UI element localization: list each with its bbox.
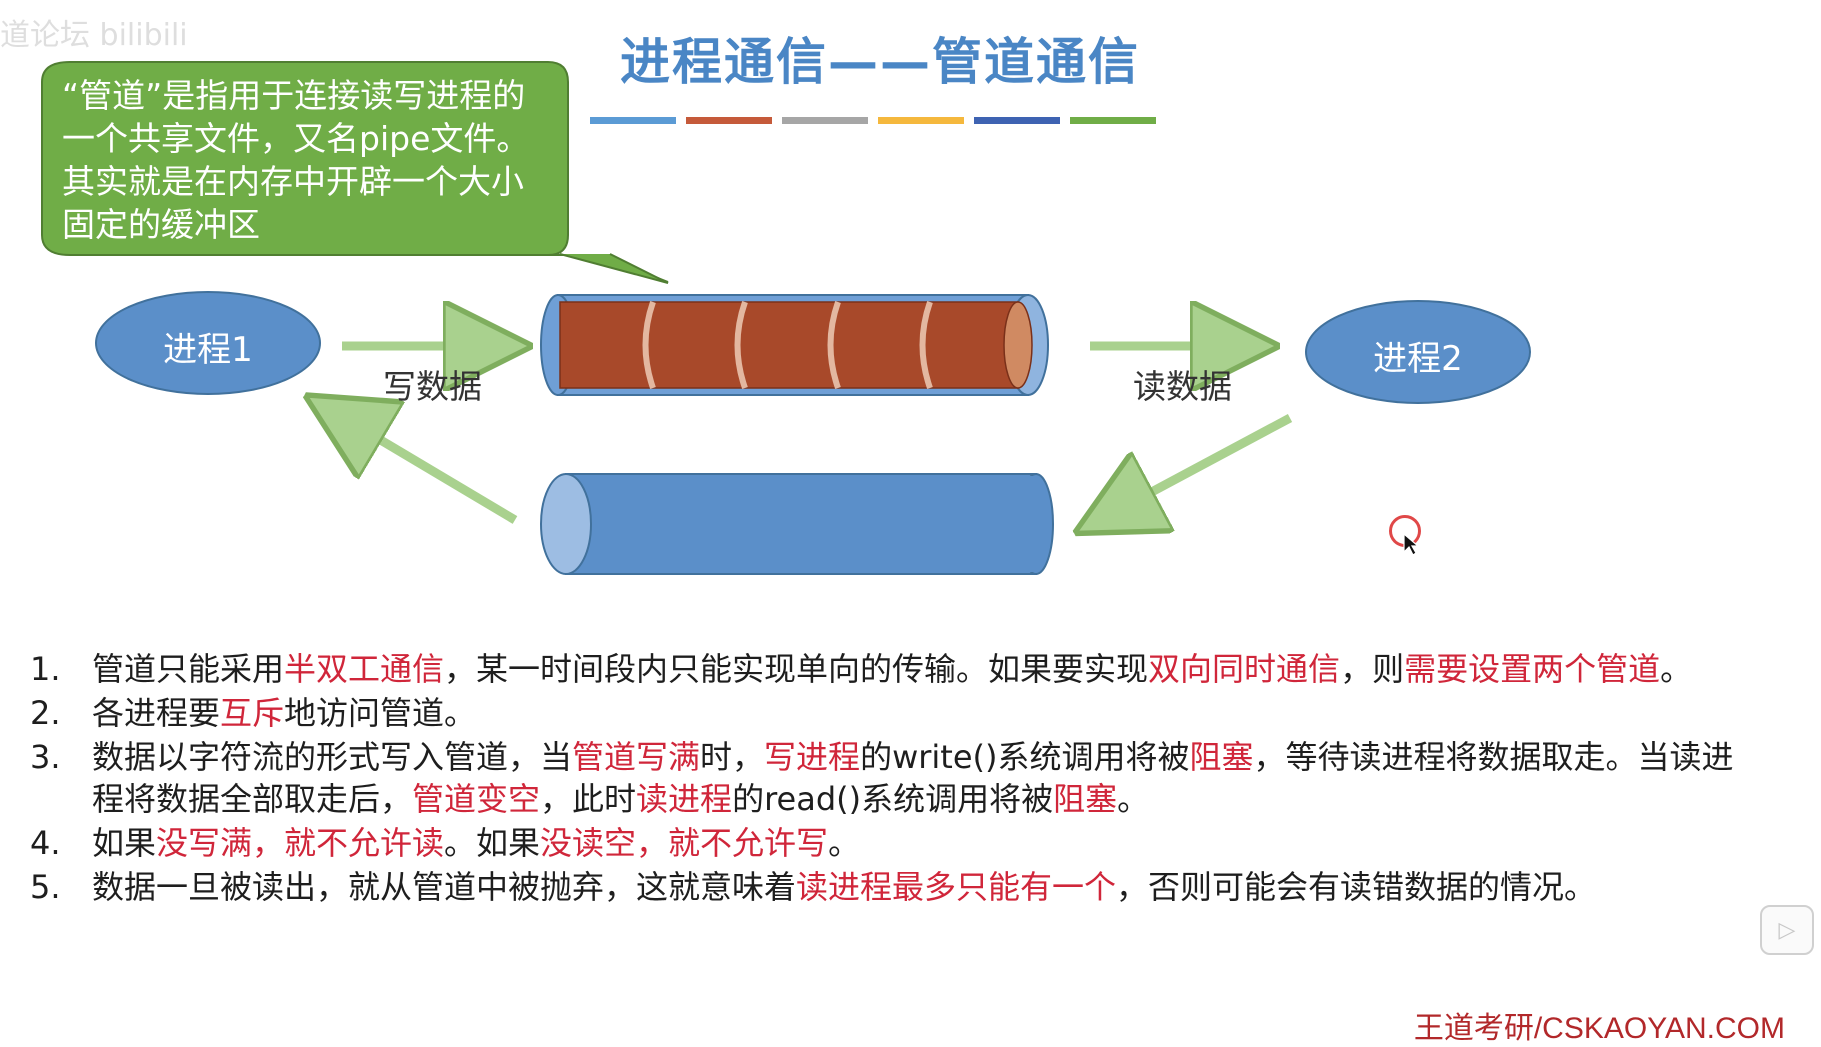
- mouse-pointer-icon: [1403, 533, 1419, 556]
- body-text: ，则: [1340, 650, 1405, 688]
- color-strip: [590, 117, 1156, 124]
- color-strip-segment: [590, 117, 676, 124]
- point-item: 5. 数据一旦被读出，就从管道中被抛弃，这就意味着读进程最多只能有一个，否则可能会…: [30, 866, 1750, 908]
- body-text: 如果: [92, 824, 157, 862]
- highlight-text: 管道写满: [572, 738, 701, 776]
- play-icon: ▷: [1778, 917, 1796, 943]
- pipe-empty: [540, 473, 1054, 575]
- point-number: 4.: [30, 824, 61, 862]
- highlight-text: 阻塞: [1053, 780, 1118, 818]
- point-number: 1.: [30, 650, 61, 688]
- color-strip-segment: [974, 117, 1060, 124]
- return-arrow-right: [1090, 414, 1293, 525]
- highlight-text: 半双工通信: [284, 650, 445, 688]
- watermark: 道论坛 bilibili: [0, 18, 188, 53]
- point-text: 管道只能采用半双工通信，某一时间段内只能实现单向的传输。如果要实现双向同时通信，…: [92, 648, 1750, 690]
- point-item: 1. 管道只能采用半双工通信，某一时间段内只能实现单向的传输。如果要实现双向同时通…: [30, 648, 1750, 690]
- highlight-text: 双向同时通信: [1148, 650, 1341, 688]
- body-text: 管道只能采用: [92, 650, 285, 688]
- body-text: 。如果: [444, 824, 541, 862]
- point-number: 3.: [30, 738, 61, 776]
- point-text: 如果没写满，就不允许读。如果没读空，就不允许写。: [92, 822, 1750, 864]
- highlight-text: 互斥: [220, 694, 285, 732]
- read-label: 读数据: [1133, 367, 1232, 406]
- point-item: 3. 数据以字符流的形式写入管道，当管道写满时，写进程的write()系统调用将被…: [30, 736, 1750, 820]
- body-text: 各进程要: [92, 694, 221, 732]
- process2-ellipse: [1305, 300, 1531, 404]
- body-text: 地访问管道。: [284, 694, 477, 732]
- highlight-text: 写进程: [764, 738, 861, 776]
- highlight-text: 读进程最多只能有一个: [796, 868, 1117, 906]
- pipe-full: [540, 294, 1049, 396]
- point-text: 数据一旦被读出，就从管道中被抛弃，这就意味着读进程最多只能有一个，否则可能会有读…: [92, 866, 1750, 908]
- point-number: 5.: [30, 868, 61, 906]
- highlight-text: 管道变空: [412, 780, 541, 818]
- callout-bubble: [41, 61, 669, 284]
- body-text: 。: [1660, 650, 1693, 688]
- body-text: 数据以字符流的形式写入管道，当: [92, 738, 573, 776]
- point-text: 各进程要互斥地访问管道。: [92, 692, 1750, 734]
- highlight-text: 需要设置两个管道: [1404, 650, 1661, 688]
- process1-label: 进程1: [163, 330, 253, 370]
- body-text: 的write()系统调用将被: [860, 738, 1190, 776]
- body-text: 。: [828, 824, 861, 862]
- footer-brand: 王道考研/CSKAOYAN.COM: [1413, 1012, 1785, 1045]
- points-list: 1. 管道只能采用半双工通信，某一时间段内只能实现单向的传输。如果要实现双向同时通…: [30, 648, 1750, 910]
- body-text: 。: [1117, 780, 1150, 818]
- return-arrow-left: [320, 404, 518, 524]
- process1-ellipse: [95, 291, 321, 395]
- process2-label: 进程2: [1373, 339, 1463, 379]
- body-text: ，等待读进程将数据取走。当读进程将数据全部取走后，: [92, 738, 1734, 818]
- write-label: 写数据: [383, 367, 482, 406]
- body-text: 的read()系统调用将被: [732, 780, 1054, 818]
- color-strip-segment: [686, 117, 772, 124]
- highlight-text: 没读空，就不允许写: [540, 824, 829, 862]
- slide-title: 进程通信——管道通信: [620, 33, 1140, 91]
- color-strip-segment: [782, 117, 868, 124]
- callout-text: “管道”是指用于连接读写进程的一个共享文件，又名pipe文件。其实就是在内存中开…: [62, 76, 530, 244]
- color-strip-segment: [1070, 117, 1156, 124]
- point-item: 2. 各进程要互斥地访问管道。: [30, 692, 1750, 734]
- point-text: 数据以字符流的形式写入管道，当管道写满时，写进程的write()系统调用将被阻塞…: [92, 736, 1750, 820]
- point-number: 2.: [30, 694, 61, 732]
- highlight-text: 阻塞: [1189, 738, 1254, 776]
- body-text: 时，: [700, 738, 765, 776]
- play-button[interactable]: ▷: [1760, 905, 1814, 955]
- body-text: ，某一时间段内只能实现单向的传输。如果要实现: [444, 650, 1149, 688]
- body-text: ，此时: [540, 780, 637, 818]
- color-strip-segment: [878, 117, 964, 124]
- body-text: ，否则可能会有读错数据的情况。: [1116, 868, 1597, 906]
- point-item: 4. 如果没写满，就不允许读。如果没读空，就不允许写。: [30, 822, 1750, 864]
- highlight-text: 读进程: [636, 780, 733, 818]
- highlight-text: 没写满，就不允许读: [156, 824, 445, 862]
- body-text: 数据一旦被读出，就从管道中被抛弃，这就意味着: [92, 868, 797, 906]
